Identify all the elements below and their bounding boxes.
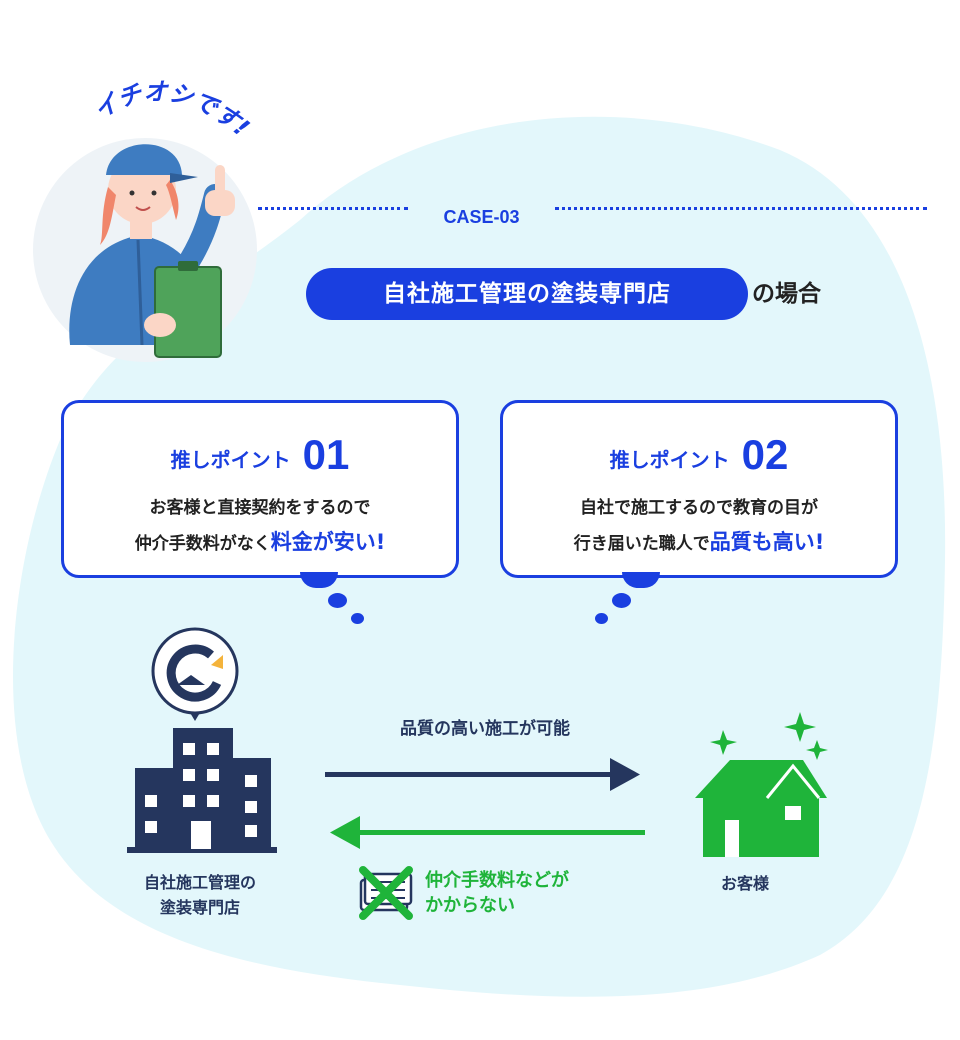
no-fee-label: 仲介手数料などが かからない [425, 868, 569, 918]
point-description: 自社で施工するので教育の目が 行き届いた職人で品質も高い! [503, 491, 895, 561]
worker-illustration [33, 138, 257, 362]
recommend-badge: イチオシです! [89, 78, 255, 142]
thought-dot [612, 593, 631, 608]
title-highlight: 自社施工管理の塗装専門店 [306, 268, 748, 320]
thought-dot [328, 593, 347, 608]
thought-dot [595, 613, 608, 624]
point-heading: 推しポイント 01 [64, 427, 456, 479]
title-suffix: の場合 [752, 281, 821, 307]
company-label-line-2: 塗装専門店 [159, 898, 240, 917]
customer-label: お客様 [720, 874, 769, 893]
no-fee-label-line-2: かからない [425, 895, 515, 916]
point-heading: 推しポイント 02 [503, 427, 895, 479]
point-line-2: 仲介手数料がなく料金が安い! [64, 525, 456, 561]
customer-house-icon [695, 712, 828, 857]
point-line-2-plain: 行き届いた職人で [573, 534, 710, 554]
flow-arrows [325, 758, 645, 849]
point-line-2: 行き届いた職人で品質も高い! [503, 525, 895, 561]
point-label: 推しポイント [609, 448, 730, 472]
thought-dot [351, 613, 364, 624]
company-building-icon [127, 627, 277, 853]
svg-text:イチオシです!: イチオシです! [89, 78, 255, 142]
quality-arrow-label: 品質の高い施工が可能 [400, 719, 570, 739]
point-line-1: お客様と直接契約をするので [149, 498, 371, 518]
point-line-2-plain: 仲介手数料がなく [134, 534, 271, 554]
thought-dot [622, 572, 660, 588]
company-label: 自社施工管理の 塗装専門店 [100, 870, 300, 920]
point-label: 推しポイント [170, 448, 291, 472]
point-description: お客様と直接契約をするので 仲介手数料がなく料金が安い! [64, 491, 456, 561]
point-card-01: 推しポイント 01 お客様と直接契約をするので 仲介手数料がなく料金が安い! [61, 400, 459, 578]
arrow-right-navy [325, 758, 640, 791]
case-label: CASE-03 [443, 207, 520, 227]
arrow-left-green [330, 816, 645, 849]
no-fee-money-icon [359, 866, 413, 920]
point-line-2-highlight: 料金が安い! [270, 530, 386, 554]
thought-dot [300, 572, 338, 588]
recommend-badge-text: イチオシです! [89, 78, 255, 142]
point-line-1: 自社で施工するので教育の目が [580, 498, 818, 518]
point-number: 01 [302, 431, 350, 478]
case-divider-right [555, 207, 927, 210]
point-number: 02 [741, 431, 789, 478]
point-line-2-highlight: 品質も高い! [709, 530, 825, 554]
company-label-line-1: 自社施工管理の [143, 873, 256, 892]
no-fee-label-line-1: 仲介手数料などが [425, 870, 569, 891]
case-divider-left [258, 207, 408, 210]
point-card-02: 推しポイント 02 自社で施工するので教育の目が 行き届いた職人で品質も高い! [500, 400, 898, 578]
